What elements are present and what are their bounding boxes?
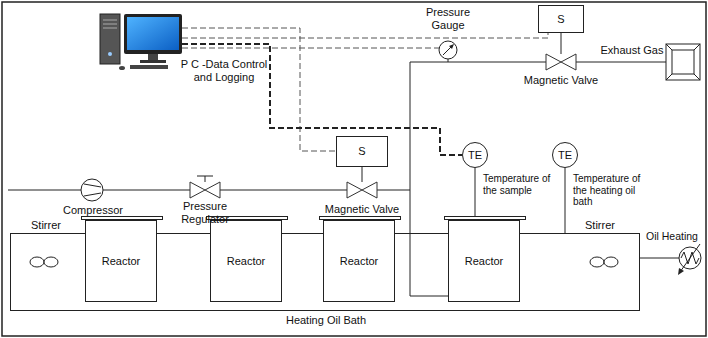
- temperature-sensor: TETemperature of the sample: [462, 142, 488, 168]
- part-label: Stirrer: [578, 219, 622, 232]
- node-caption: Temperature of the sample: [483, 173, 555, 196]
- reactor-box: Reactor: [448, 220, 520, 302]
- node-text: Heating Oil Bath: [251, 314, 401, 327]
- node-text: Reactor: [340, 255, 379, 268]
- node-caption: Temperature of the heating oil bath: [573, 173, 653, 208]
- heating-oil-bath: Heating Oil BathReactorReactorReactorRea…: [10, 233, 640, 311]
- node-text: Reactor: [227, 255, 266, 268]
- temperature-sensor: TETemperature of the heating oil bath: [552, 142, 578, 168]
- pipes: [8, 33, 679, 296]
- part-label: P C -Data Control and Logging: [176, 58, 272, 83]
- reactor-lid: [81, 216, 163, 220]
- part-label: Stirrer: [24, 219, 68, 232]
- node-text: S: [557, 13, 564, 26]
- solenoid-box: S: [336, 136, 388, 167]
- solenoid-box: S: [538, 5, 584, 33]
- compressor-symbol: [81, 179, 103, 201]
- part-label: Oil Heating: [640, 230, 704, 242]
- node-text: Reactor: [102, 255, 141, 268]
- reactor-box: Reactor: [323, 220, 395, 302]
- pressure-gauge-symbol: [439, 41, 457, 59]
- reactor-box: Reactor: [210, 220, 282, 302]
- reactor-lid: [444, 216, 526, 220]
- probe-line: [475, 168, 476, 220]
- node-text: TE: [468, 149, 482, 162]
- exhaust-symbol: [666, 44, 700, 80]
- part-label: Magnetic Valve: [318, 203, 406, 216]
- part-label: Pressure Gauge: [420, 6, 476, 31]
- part-label: Pressure Regulator: [176, 200, 234, 225]
- node-text: TE: [558, 149, 572, 162]
- part-label: Compressor: [62, 204, 124, 217]
- pc-icon: [100, 14, 182, 70]
- reactor-box: Reactor: [85, 220, 157, 302]
- node-text: S: [358, 145, 365, 158]
- heat-exchanger-symbol: [678, 244, 701, 275]
- part-label: Exhaust Gas: [600, 44, 664, 57]
- node-text: Reactor: [465, 255, 504, 268]
- reactor-lid: [319, 216, 401, 220]
- probe-line: [565, 168, 566, 233]
- part-label: Magnetic Valve: [516, 74, 606, 87]
